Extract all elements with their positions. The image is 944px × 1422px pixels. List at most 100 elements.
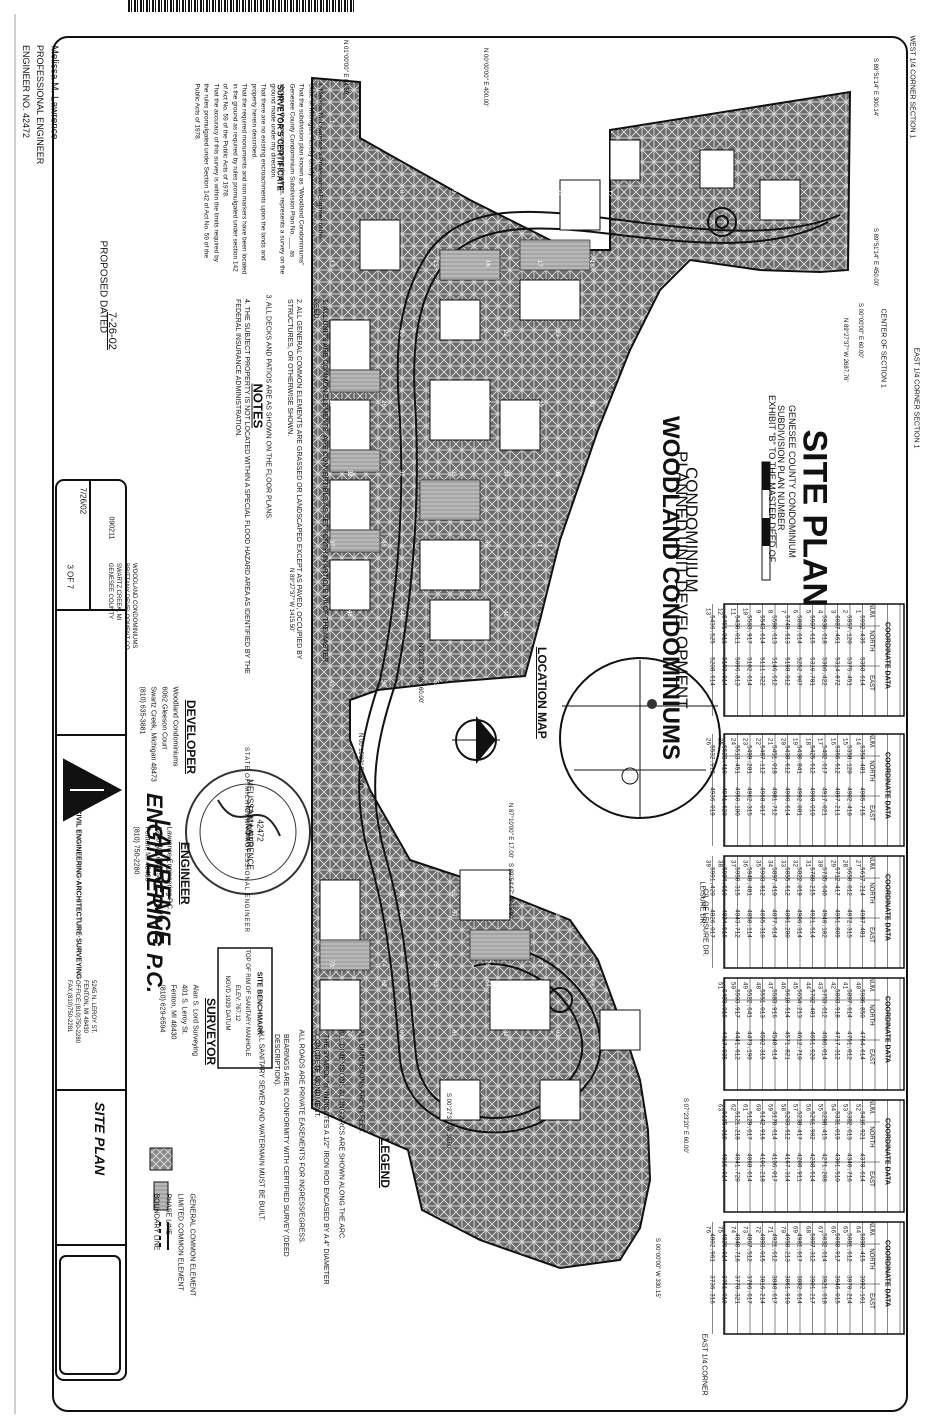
firm-address-line: OFFICE:(810)750-2280 [74, 980, 80, 1044]
coordinate-table-frame [723, 1099, 905, 1213]
unit-number: 51 [432, 680, 438, 687]
coordinate-cell-east: 5146.612 [770, 657, 778, 686]
coordinate-table-frame [723, 733, 905, 847]
coordinate-cell-east: 4686.014 [820, 1031, 828, 1060]
barcode [128, 0, 356, 12]
coordinate-cell-east: 3901.217 [808, 1275, 815, 1304]
legend-line: ALL SANITARY SEWER AND WATERMAIN MUST BE… [257, 1029, 265, 1222]
coordinate-table-column: NORTH [868, 760, 874, 782]
unit-number: 23 [554, 330, 560, 337]
coordinate-cell-north: 6087.461 [833, 615, 840, 644]
subheader-line-2: SUBDIVISION PLAN NUMBER ___ [776, 405, 786, 549]
coordinate-cell-north: 5425.612 [808, 745, 815, 774]
coordinate-cell-east: 4972.315 [845, 909, 853, 938]
boundary-label: S 00°27'37" W 30.80' [445, 1093, 451, 1150]
boundary-label: N 00°15'23" E 48.00' [357, 733, 363, 789]
unit-number: 50 [380, 680, 386, 687]
legend-symbol-label: BOUNDARY LINE [152, 1193, 160, 1251]
coordinate-table-column: NUM. [868, 855, 874, 871]
unit-number: 10 [502, 190, 508, 197]
boundary-label: S 89°54'47" W 55.00' [507, 863, 513, 920]
unit-number: 74 [380, 960, 386, 967]
coordinate-cell-north: 5749.613 [783, 615, 790, 644]
coordinate-cell-east: 4101.218 [758, 1153, 765, 1182]
legend-line: BEARINGS ARE IN CONFORMITY WITH CERTIFIE… [273, 1034, 289, 1257]
coordinate-cell-east: 4502.315 [758, 1031, 765, 1060]
unit-number: 17 [536, 260, 542, 267]
unit-number: 66 [588, 980, 594, 987]
coordinate-table-frames [712, 603, 905, 1335]
unit-number: 44 [398, 610, 404, 617]
coordinate-cell-east: 4378.614 [858, 1153, 865, 1182]
unit-number: 79 [346, 1030, 352, 1037]
coordinate-cell-east: 3736.316 [708, 1275, 715, 1304]
coordinate-cell-east: 5096.813 [733, 657, 740, 686]
coordinate-cell-east: 4968.017 [758, 787, 765, 816]
coordinate-cell-east: 3921.618 [820, 1275, 828, 1304]
unit-number: 24 [346, 330, 352, 337]
seal-number: 42472 [255, 819, 265, 842]
project-short-line: GENESEE COUNTY [107, 563, 113, 620]
coordinate-cell-east: 4877.614 [770, 909, 778, 938]
legend-line: ALL DIMENSIONS ALONG ARCS ARE SHOWN ALON… [337, 1029, 345, 1240]
unit-number: 45 [450, 610, 456, 617]
coordinate-cell-east: 5366.422 [820, 657, 828, 686]
coordinate-cell-east: 5375.451 [845, 657, 853, 686]
certificate-line: the rules promulgated under Section 142 … [202, 83, 210, 259]
coordinate-cell-north: 5098.415 [858, 1233, 865, 1262]
coordinate-table-column: NORTH [868, 1004, 874, 1026]
coordinate-cell-north: 4921.612 [770, 1233, 778, 1262]
coordinate-cell-north: 5897.410 [770, 867, 778, 896]
coordinate-cell-east: 3770.321 [733, 1275, 740, 1304]
unit-number: 52 [484, 680, 490, 687]
unit-number: 42 [588, 540, 594, 547]
coordinate-cell-north: 5803.918 [833, 989, 840, 1018]
coordinate-cell-east: 4992.081 [795, 787, 803, 816]
coordinate-cell-east: 4612.710 [795, 1031, 803, 1060]
unit-number: 49 [328, 680, 334, 687]
coordinate-cell-north: 5930.618 [820, 615, 828, 644]
unit-number: 26 [380, 400, 386, 407]
coordinate-cell-east: 5252.907 [795, 657, 803, 686]
unit-number: 38 [380, 540, 386, 547]
coordinate-cell-north: 5753.612 [820, 989, 828, 1018]
coordinate-cell-east: 3816.214 [758, 1275, 765, 1304]
unit-number: 27 [432, 400, 438, 407]
unit-number: 62 [380, 980, 386, 987]
coordinate-cell-north: 5238.417 [795, 1111, 803, 1140]
coordinate-cell-north: 5950.315 [733, 867, 740, 896]
unit-number: 73 [328, 960, 334, 967]
coordinate-cell-north: 5543.614 [758, 615, 765, 644]
coordinate-cell-east: 4717.312 [833, 1031, 840, 1060]
coordinate-cell-north: 5060.917 [833, 1233, 840, 1262]
benchmark-line: NGVD 1929 DATUM [224, 975, 230, 1031]
coordinate-cell-east: 4941.620 [720, 787, 728, 816]
unit-number: 63 [432, 980, 438, 987]
unit-number: 16 [484, 260, 490, 267]
coordinate-cell-north: 5503.917 [745, 615, 753, 644]
coordinate-cell-east: 3840.617 [770, 1275, 778, 1304]
page-title: SITE PLAN [795, 429, 834, 608]
unit-number: 31 [346, 470, 352, 477]
unit-number: 25 [328, 400, 334, 407]
unit-number: 47 [554, 610, 560, 617]
unit-number: 69 [450, 890, 456, 897]
coordinate-cell-east: 4340.716 [845, 1153, 853, 1182]
coordinate-cell-east: 3946.015 [833, 1275, 840, 1304]
building-units [319, 139, 801, 1121]
unit-number: 29 [536, 400, 542, 407]
surveyor-line: Alan S. Lord Surveying [191, 984, 199, 1057]
unit-number: 13 [328, 260, 334, 267]
coordinate-cell-north: 5499.281 [745, 745, 753, 774]
surveyor-line: Fenton, MI 48430 [169, 984, 177, 1040]
coordinate-cell-north: 5808.614 [795, 615, 803, 644]
coordinate-cell-north: 5522.641 [745, 989, 753, 1018]
engineer-line: (810) 750-2280 [132, 826, 140, 875]
unit-number: 30 [588, 400, 594, 407]
engineer-title: PROFESSIONAL ENGINEER [35, 45, 45, 165]
engineer-number: ENGINEER NO. 42472 [21, 45, 31, 139]
title-block-date: 7/26/02 [78, 487, 88, 515]
coordinate-table-column: EAST [868, 1293, 874, 1309]
coordinate-cell-north: 5650.012 [845, 867, 853, 896]
